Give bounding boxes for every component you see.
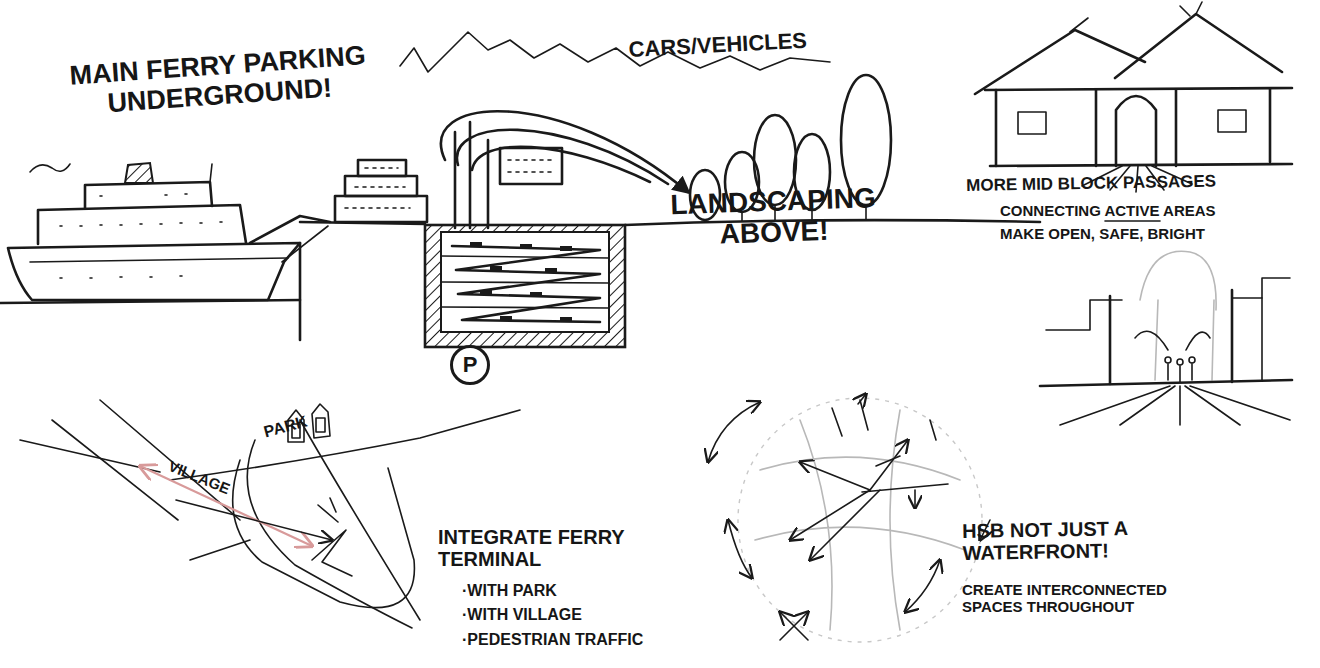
ferry-sketch-part	[125, 163, 153, 183]
passage-perspective-sketch-part	[1060, 386, 1290, 425]
vehicle-flow-arrow-part	[457, 130, 668, 184]
parking-structure	[425, 225, 625, 347]
site-map-sketch-part	[20, 440, 160, 472]
building-icon-part	[312, 404, 330, 438]
sketch-note: ·WITH PARK	[462, 582, 557, 600]
building-sketch-part	[335, 196, 427, 222]
ferry-sketch-part	[60, 276, 182, 278]
site-map-sketch-part	[140, 466, 312, 546]
sketch-note: ·PEDESTRIAN TRAFFIC	[462, 631, 643, 649]
passage-building-sketch-part	[985, 88, 1292, 90]
building-sketch-part	[500, 148, 562, 184]
passage-building-sketch-part	[990, 164, 1292, 166]
site-map-sketch-part	[52, 420, 178, 520]
passage-perspective-sketch-part	[1110, 290, 1232, 384]
ferry-sketch-part	[30, 258, 288, 262]
passage-perspective-sketch-part	[1135, 331, 1210, 350]
passage-perspective-sketch-part	[1261, 298, 1263, 380]
passage-perspective-sketch-part	[1155, 300, 1214, 380]
building-sketch-part	[508, 160, 555, 172]
passage-building-sketch-part	[1115, 14, 1282, 78]
site-map-sketch-part	[170, 410, 520, 480]
sketch-note: CREATE INTERCONNECTED SPACES THROUGHOUT	[962, 582, 1184, 616]
vehicle-flow-arrow-part	[441, 111, 688, 192]
passage-perspective-sketch-part	[1232, 278, 1290, 298]
sketch-note: MAIN FERRY PARKING UNDERGROUND!	[52, 39, 385, 122]
sketch-note: MORE MID BLOCK PASSAGES	[966, 172, 1216, 195]
ferry-sketch-part	[210, 164, 212, 182]
interconnection-diagram-part	[876, 456, 900, 466]
passage-building-sketch-part	[1070, 18, 1088, 32]
building-sketch-part	[345, 168, 410, 208]
parking-structure-part	[470, 242, 572, 322]
passage-perspective-sketch-part	[1140, 251, 1216, 310]
sketch-note: HSB NOT JUST A WATERFRONT!	[962, 517, 1151, 565]
interconnection-diagram-part	[728, 520, 752, 578]
site-map-sketch-part	[312, 530, 352, 576]
passage-building-sketch-part	[1018, 110, 1246, 134]
ground-line-part	[299, 243, 302, 340]
interconnection-diagram-part	[755, 410, 965, 630]
parking-structure-part	[452, 246, 600, 322]
sketch-note: CARS/VEHICLES	[628, 29, 808, 63]
ferry-sketch-part	[30, 164, 70, 172]
site-map-sketch-part	[190, 540, 250, 560]
interconnection-diagram-part	[914, 490, 916, 508]
ground-line-part	[625, 220, 1040, 225]
passage-perspective-sketch-part	[1165, 357, 1195, 382]
passage-building-sketch	[975, 2, 1292, 192]
site-map-sketch-part	[233, 460, 415, 608]
interconnection-diagram-part	[905, 560, 940, 612]
ferry-sketch	[8, 163, 300, 300]
label-underline	[1105, 221, 1160, 222]
sketch-note: LANDSCAPING ABOVE!	[650, 181, 897, 252]
site-map-sketch-part	[318, 498, 338, 522]
sketch-note: MAKE OPEN, SAFE, BRIGHT	[1000, 226, 1205, 243]
label-underline-part	[1105, 220, 1160, 222]
interconnection-diagram-part	[780, 612, 808, 640]
parking-structure-part	[425, 225, 625, 347]
interconnection-diagram-part	[810, 490, 880, 560]
passage-building-sketch-part	[1116, 96, 1156, 166]
building-sketch-part	[345, 176, 417, 196]
ground-line	[0, 216, 1040, 340]
parking-structure-part	[441, 232, 609, 332]
sketch-note: VILLAGE	[166, 458, 233, 498]
interconnection-diagram-part	[858, 394, 866, 404]
site-map-sketch-part	[176, 500, 332, 540]
ground-line-part	[0, 300, 300, 303]
ferry-sketch-part	[60, 222, 222, 226]
interconnection-diagram-part	[790, 490, 870, 540]
ground-line-part	[282, 226, 328, 262]
sketch-note: PARK	[262, 413, 309, 442]
interconnection-diagram-part	[708, 402, 760, 462]
site-map-sketch	[20, 400, 520, 628]
interconnection-diagram	[708, 394, 990, 642]
parking-letter: P	[450, 345, 490, 385]
passage-perspective-sketch	[1040, 251, 1292, 425]
ferry-sketch-part	[38, 205, 246, 244]
interconnection-diagram-part	[870, 440, 908, 490]
passage-building-sketch-part	[975, 30, 1145, 94]
building-sketch	[335, 122, 562, 228]
passage-perspective-sketch-part	[1040, 380, 1292, 386]
interconnection-diagram-part	[738, 398, 982, 642]
sketch-note: CONNECTING ACTIVE AREAS	[1000, 203, 1216, 220]
vehicle-flow-arrow-part	[472, 147, 650, 182]
ferry-sketch-part	[8, 243, 300, 300]
interconnection-diagram-part	[800, 462, 870, 490]
sketch-note: ·WITH VILLAGE	[462, 606, 582, 624]
interconnection-diagram-part	[862, 484, 948, 492]
ferry-sketch-part	[100, 194, 187, 196]
ferry-sketch-part	[85, 182, 212, 208]
passage-building-sketch-part	[1180, 2, 1202, 16]
passage-building-sketch-part	[996, 89, 1270, 166]
sketch-note: INTEGRATE FERRY TERMINAL	[438, 526, 636, 571]
parking-symbol: P	[450, 345, 490, 385]
vehicle-flow-arrow	[441, 111, 688, 192]
ground-line-part	[250, 216, 330, 243]
interconnection-diagram-part	[832, 400, 936, 440]
